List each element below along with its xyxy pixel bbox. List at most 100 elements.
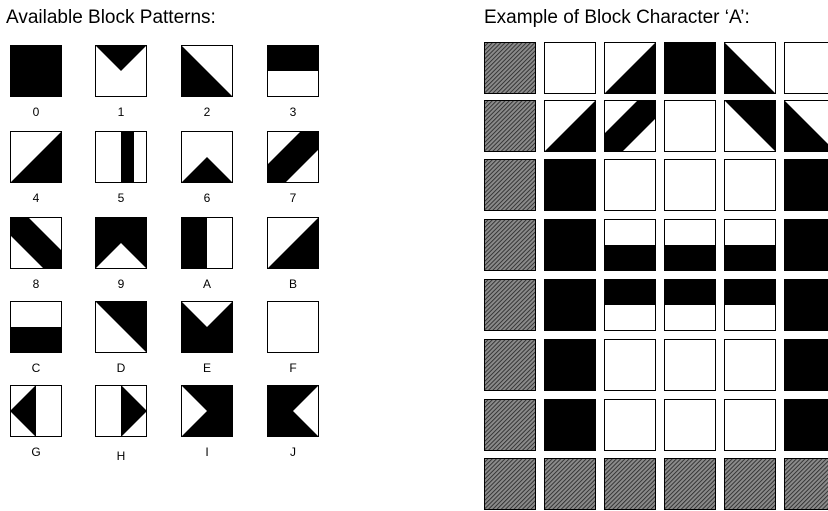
pattern-B: B: [267, 217, 319, 290]
block-fill-vertical-stripe: [121, 131, 134, 183]
pattern-shape-D: [95, 301, 147, 353]
pattern-label: 7: [289, 191, 297, 205]
block-fill-solid: [10, 45, 62, 97]
block-fill-anti-diagonal-band: [10, 217, 62, 269]
block-fill-solid: [544, 399, 596, 451]
pattern-label: J: [290, 445, 296, 459]
block-fill-lower-left-triangle: [724, 42, 776, 94]
pattern-label: 4: [32, 191, 40, 205]
pattern-label: 6: [203, 191, 211, 205]
pattern-shape-0: [10, 45, 62, 97]
block-fill-left-half: [181, 217, 207, 269]
pattern-shape-7: [267, 131, 319, 183]
pattern-shape-C: [10, 301, 62, 353]
pattern-shape-G: [10, 385, 62, 437]
char-cell-3: [724, 279, 776, 331]
char-cell-0: [544, 219, 596, 271]
char-cell-F: [664, 339, 716, 391]
block-fill-solid: [544, 279, 596, 331]
char-cell-2: [724, 42, 776, 94]
pattern-G: G: [10, 385, 62, 459]
pattern-label: A: [202, 277, 211, 291]
block-fill-top-half: [664, 279, 716, 305]
char-cell-C: [724, 219, 776, 271]
pattern-label: G: [31, 445, 41, 459]
block-fill-top-half: [267, 45, 319, 71]
char-cell-7: [604, 100, 656, 152]
pattern-label: H: [116, 449, 126, 463]
char-cell-4: [604, 42, 656, 94]
char-cell-F: [544, 42, 596, 94]
hatched-border-cell: [484, 159, 536, 211]
pattern-label: 8: [32, 277, 40, 291]
char-cell-3: [664, 279, 716, 331]
pattern-J: J: [267, 385, 319, 459]
block-fill-solid: [664, 42, 716, 94]
pattern-label: 5: [117, 191, 125, 205]
char-cell-0: [544, 339, 596, 391]
char-cell-C: [604, 219, 656, 271]
pattern-label: 2: [203, 105, 211, 119]
block-character-example-title: Example of Block Character ‘A’:: [484, 7, 750, 28]
pattern-1: 1: [95, 45, 147, 118]
pattern-shape-E: [181, 301, 233, 353]
char-cell-F: [664, 100, 716, 152]
pattern-label: D: [116, 361, 126, 375]
char-cell-F: [664, 159, 716, 211]
pattern-label: 9: [117, 277, 125, 291]
block-fill-bottom-half: [664, 245, 716, 271]
pattern-shape-B: [267, 217, 319, 269]
block-fill-solid: [784, 159, 828, 211]
pattern-8: 8: [10, 217, 62, 291]
block-fill-solid: [784, 219, 828, 271]
char-cell-F: [724, 399, 776, 451]
pattern-shape-8: [10, 217, 62, 269]
pattern-I: I: [181, 385, 233, 458]
char-cell-0: [544, 159, 596, 211]
pattern-7: 7: [267, 131, 319, 205]
block-fill-solid: [784, 279, 828, 331]
block-fill-solid: [784, 339, 828, 391]
hatched-border-cell: [484, 100, 536, 152]
hatched-border-cell: [604, 458, 656, 510]
block-fill-lower-left-triangle: [181, 45, 233, 97]
block-fill-left-notch: [181, 385, 233, 437]
block-fill-bottom-triangle: [181, 157, 233, 183]
block-fill-top-half: [724, 279, 776, 305]
char-cell-0: [784, 339, 828, 391]
pattern-4: 4: [10, 131, 62, 205]
char-cell-C: [664, 219, 716, 271]
char-cell-F: [724, 339, 776, 391]
char-cell-F: [724, 159, 776, 211]
block-fill-upper-right-triangle: [95, 301, 147, 353]
pattern-9: 9: [95, 217, 147, 291]
char-cell-0: [784, 159, 828, 211]
block-fill-solid: [544, 219, 596, 271]
char-cell-3: [604, 279, 656, 331]
pattern-shape-6: [181, 131, 233, 183]
pattern-shape-J: [267, 385, 319, 437]
pattern-label: 3: [289, 105, 297, 119]
pattern-6: 6: [181, 131, 233, 205]
pattern-label: E: [202, 361, 211, 375]
block-fill-solid: [784, 399, 828, 451]
pattern-label: C: [31, 361, 41, 375]
hatched-border-cell: [484, 219, 536, 271]
hatched-border-cell: [484, 339, 536, 391]
char-cell-D: [724, 100, 776, 152]
block-fill-diagonal-band: [267, 131, 319, 183]
char-cell-0: [664, 42, 716, 94]
char-cell-0: [784, 399, 828, 451]
char-cell-0: [784, 219, 828, 271]
block-fill-top-half: [604, 279, 656, 305]
pattern-0: 0: [10, 45, 62, 118]
block-patterns-title: Available Block Patterns:: [6, 7, 216, 28]
pattern-shape-4: [10, 131, 62, 183]
hatched-border-cell: [484, 399, 536, 451]
pattern-shape-I: [181, 385, 233, 437]
hatched-border-cell: [484, 42, 536, 94]
block-fill-lower-right-triangle: [604, 42, 656, 94]
hatched-border-cell: [484, 279, 536, 331]
hatched-border-cell: [724, 458, 776, 510]
pattern-shape-9: [95, 217, 147, 269]
